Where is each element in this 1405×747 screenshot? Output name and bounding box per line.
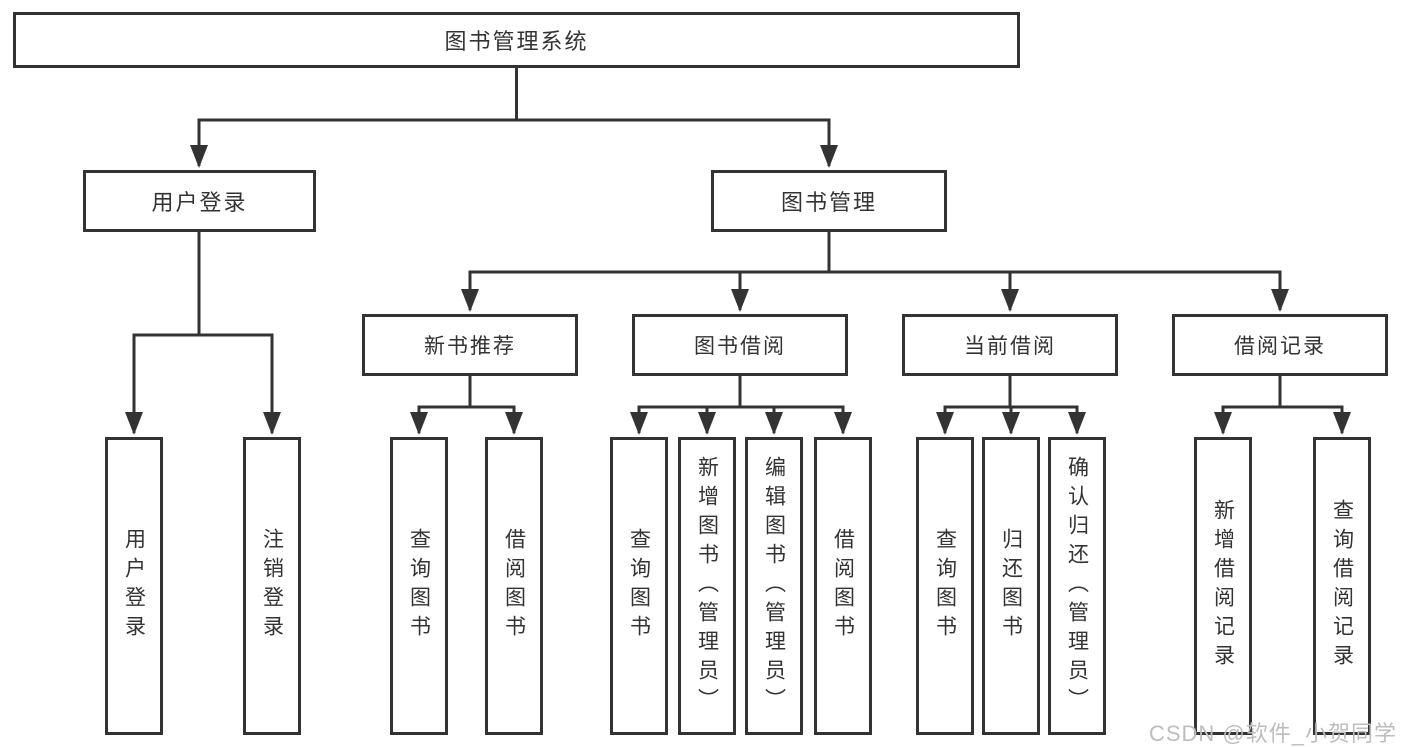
leaf-borrow-books: 借阅图书 (814, 437, 872, 735)
connector-records-to-leaves (1214, 374, 1351, 435)
connector-current-to-leaves (936, 374, 1086, 435)
node-borrowing-records-label: 借阅记录 (1234, 335, 1326, 358)
leaf-logout: 注销登录 (243, 437, 301, 735)
connector-borrowing-to-leaves (630, 374, 852, 435)
leaf-recommend-borrow-books-label: 借阅图书 (502, 528, 526, 644)
leaf-query-borrow-record: 查询借阅记录 (1313, 437, 1371, 735)
leaf-return-books: 归还图书 (982, 437, 1040, 735)
node-current-borrowing: 当前借阅 (902, 314, 1118, 376)
leaf-user-login-label: 用户登录 (122, 528, 146, 644)
leaf-recommend-borrow-books: 借阅图书 (485, 437, 543, 735)
leaf-borrow-books-label: 借阅图书 (831, 528, 855, 644)
node-new-book-recommendation-label: 新书推荐 (424, 335, 516, 358)
csdn-watermark: CSDN @软件_小贺同学 (1148, 721, 1397, 746)
leaf-add-borrow-record: 新增借阅记录 (1194, 437, 1252, 735)
node-user-login: 用户登录 (83, 170, 316, 232)
connector-root-to-level2 (190, 65, 838, 168)
leaf-edit-books-admin: 编辑图书（管理员） (745, 437, 803, 735)
connector-mgmt-to-sections (461, 230, 1289, 312)
node-root: 图书管理系统 (13, 12, 1020, 68)
node-book-borrowing-label: 图书借阅 (694, 335, 786, 358)
node-book-management-label: 图书管理 (780, 190, 877, 215)
leaf-borrowing-query-books: 查询图书 (610, 437, 668, 735)
leaf-recommend-query-books-label: 查询图书 (407, 528, 431, 644)
leaf-add-borrow-record-label: 新增借阅记录 (1211, 499, 1235, 673)
node-book-borrowing: 图书借阅 (632, 314, 848, 376)
connector-recommend-to-leaves (410, 374, 523, 435)
leaf-edit-books-admin-label: 编辑图书（管理员） (762, 455, 786, 717)
node-new-book-recommendation: 新书推荐 (362, 314, 578, 376)
leaf-logout-label: 注销登录 (260, 528, 284, 644)
leaf-current-query-books-label: 查询图书 (933, 528, 957, 644)
node-current-borrowing-label: 当前借阅 (964, 335, 1056, 358)
leaf-query-borrow-record-label: 查询借阅记录 (1330, 499, 1354, 673)
leaf-add-books-admin: 新增图书（管理员） (678, 437, 736, 735)
leaf-return-books-label: 归还图书 (999, 528, 1023, 644)
leaf-recommend-query-books: 查询图书 (390, 437, 448, 735)
node-book-management: 图书管理 (711, 170, 947, 232)
connector-login-to-leaves (125, 230, 281, 435)
leaf-user-login: 用户登录 (105, 437, 163, 735)
leaf-add-books-admin-label: 新增图书（管理员） (695, 455, 719, 717)
node-root-label: 图书管理系统 (444, 29, 589, 54)
node-user-login-label: 用户登录 (151, 190, 248, 215)
node-borrowing-records: 借阅记录 (1172, 314, 1388, 376)
leaf-confirm-return-admin: 确认归还（管理员） (1048, 437, 1106, 735)
leaf-borrowing-query-books-label: 查询图书 (627, 528, 651, 644)
leaf-confirm-return-admin-label: 确认归还（管理员） (1065, 455, 1089, 717)
leaf-current-query-books: 查询图书 (916, 437, 974, 735)
